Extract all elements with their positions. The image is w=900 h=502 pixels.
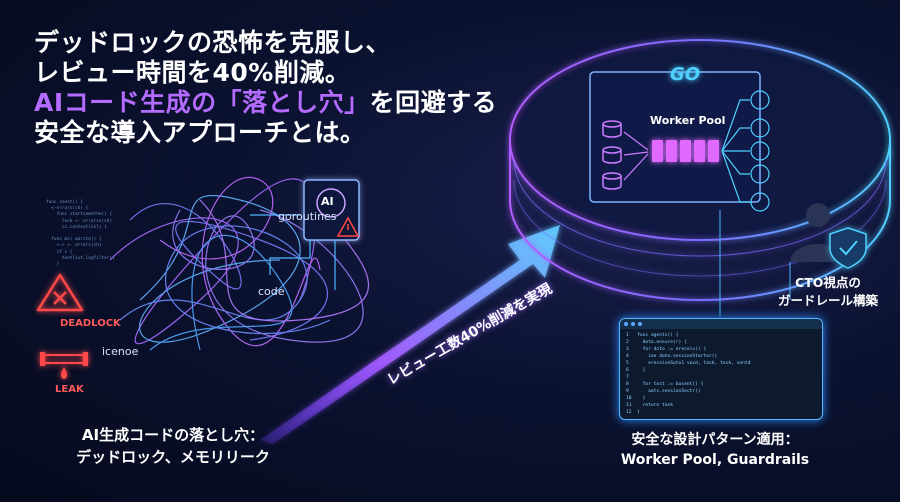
headline-line3-rest: を回避する xyxy=(369,88,498,117)
window-dot-icon xyxy=(631,322,635,326)
improvement-arrow xyxy=(260,225,560,444)
worker-pool-label: Worker Pool xyxy=(650,114,726,127)
leak-pipe-icon xyxy=(40,352,88,379)
code-label: code xyxy=(258,285,285,298)
cto-caption: CTO視点の ガードレール構築 xyxy=(758,274,898,310)
tangled-code-lines xyxy=(109,177,370,351)
code-panel: 1 func agents() { 2 doto.ensure(r) { 3 f… xyxy=(619,318,823,420)
patterns-caption-line1: 安全な設計パターン適用： xyxy=(631,432,799,448)
patterns-caption: 安全な設計パターン適用： Worker Pool, Guardrails xyxy=(610,430,820,470)
headline-line2: レビュー時間を40%削減。 xyxy=(34,58,351,87)
leak-label: LEAK xyxy=(55,384,84,395)
ai-chip-icon xyxy=(303,179,360,241)
go-logo: GO xyxy=(670,64,701,85)
headline-line1: デッドロックの恐怖を克服し、 xyxy=(34,28,392,57)
window-dot-icon xyxy=(638,322,642,326)
shield-check-icon xyxy=(829,227,867,269)
cto-caption-line2: ガードレール構築 xyxy=(777,293,878,308)
ai-connector-line xyxy=(269,240,311,275)
ai-chip-label: AI xyxy=(321,195,334,208)
goroutines-label: goroutines xyxy=(278,210,337,223)
deadlock-label: DEADLOCK xyxy=(60,318,121,329)
headline-line3: AIコード生成の「落とし穴」を回避する xyxy=(34,88,497,118)
worker-queue xyxy=(652,140,719,162)
left-code-snippet: func const() { <-errors(ch) { func start… xyxy=(46,200,115,268)
pitfalls-caption: AI生成コードの落とし穴： デッドロック、メモリリーク xyxy=(58,424,288,468)
pitfalls-caption-line2: デッドロック、メモリリーク xyxy=(76,448,270,466)
deadlock-warning-icon xyxy=(36,273,84,312)
headline: デッドロックの恐怖を克服し、 レビュー時間を40%削減。 AIコード生成の「落と… xyxy=(34,28,497,148)
window-dot-icon xyxy=(624,322,628,326)
headline-line4: 安全な導入アプローチとは。 xyxy=(34,118,366,147)
cto-caption-line1: CTO視点の xyxy=(795,275,861,290)
pitfalls-caption-line1: AI生成コードの落とし穴： xyxy=(81,426,265,444)
patterns-caption-line2: Worker Pool, Guardrails xyxy=(620,452,810,468)
headline-accent: AIコード生成の「落とし穴」 xyxy=(34,88,370,117)
code-panel-content: 1 func agents() { 2 doto.ensure(r) { 3 f… xyxy=(626,333,751,415)
code-panel-titlebar xyxy=(620,319,822,329)
database-icons xyxy=(602,120,622,190)
icenoe-label: icenoe xyxy=(102,345,139,358)
worker-output-icons xyxy=(721,90,770,212)
